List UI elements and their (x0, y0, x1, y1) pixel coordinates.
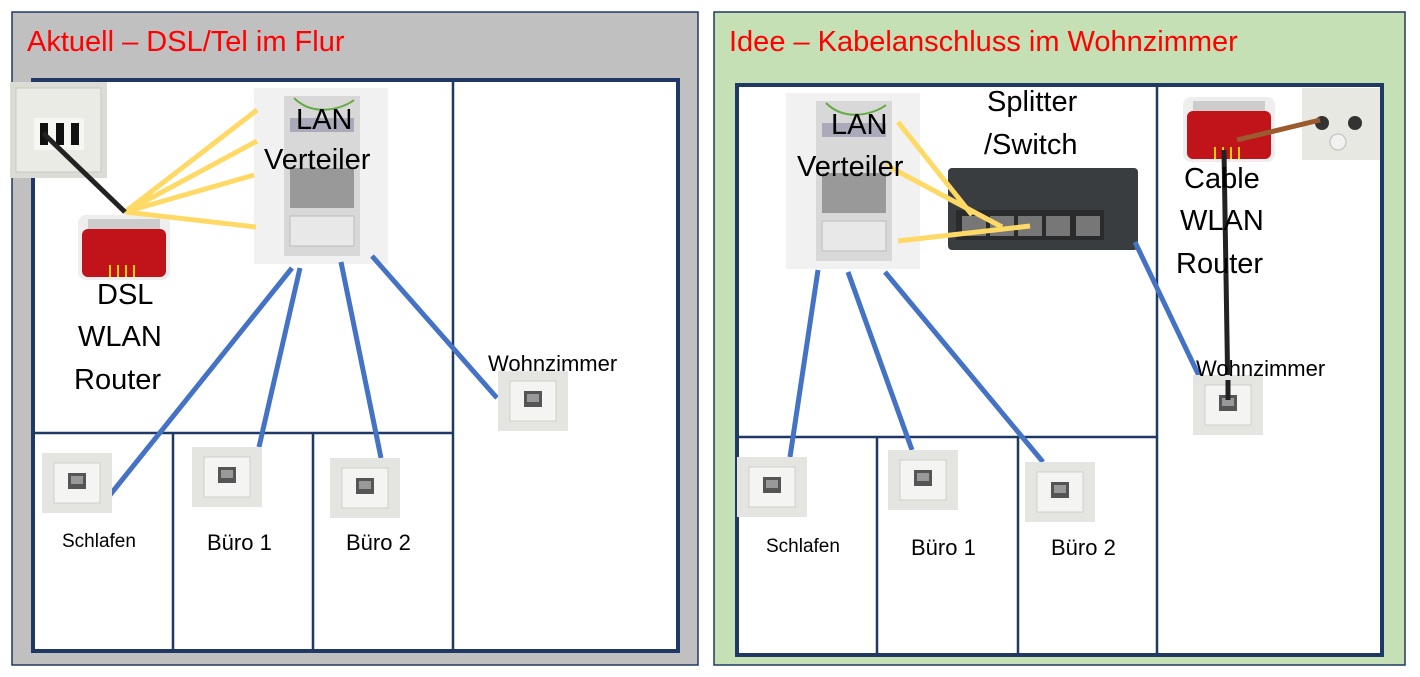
lan-label-line2: Verteiler (797, 151, 904, 183)
router-label-line2: WLAN (78, 321, 162, 353)
socket-schlafen (41, 452, 113, 514)
room-walls (737, 85, 1159, 655)
room-label-wohnzimmer: Wohnzimmer (488, 351, 618, 376)
patch-cables (884, 120, 1031, 244)
room-label-buero1: Büro 1 (911, 535, 976, 560)
cable-router-image (1182, 96, 1276, 163)
right-panel (713, 11, 1406, 666)
socket-buero1 (887, 449, 959, 511)
room-label-buero2: Büro 2 (1051, 535, 1116, 560)
room-label-buero2: Büro 2 (346, 530, 411, 555)
router-label-line3: Router (1176, 248, 1264, 280)
router-label-line1: Cable (1184, 163, 1260, 195)
room-label-buero1: Büro 1 (207, 530, 272, 555)
left-panel (10, 11, 699, 666)
socket-buero2 (329, 457, 401, 519)
router-lan-cable (1221, 149, 1231, 401)
socket-schlafen (736, 456, 808, 518)
router-label-line3: Router (74, 364, 162, 396)
lan-label-line1: LAN (296, 104, 353, 136)
coax-socket-image (1302, 88, 1380, 160)
switch-label-line2: /Switch (984, 129, 1078, 161)
socket-buero1 (191, 446, 263, 508)
coax-cable (1236, 117, 1321, 143)
phone-socket-image (10, 82, 107, 178)
lan-label-line1: LAN (831, 109, 888, 141)
socket-buero2 (1024, 461, 1096, 523)
lan-cables (108, 254, 499, 497)
router-label-line1: DSL (97, 279, 154, 311)
room-label-schlafen: Schlafen (766, 536, 840, 557)
patch-cables (123, 108, 259, 230)
phone-cable (41, 131, 127, 214)
dsl-router-image (77, 214, 171, 281)
room-walls (33, 80, 455, 651)
lan-cables (787, 240, 1203, 464)
switch-image (948, 168, 1138, 250)
router-label-line2: WLAN (1180, 205, 1264, 237)
socket-wohnzimmer (497, 370, 569, 432)
right-panel-title: Idee – Kabelanschluss im Wohnzimmer (729, 26, 1238, 58)
left-panel-title: Aktuell – DSL/Tel im Flur (27, 26, 345, 58)
lan-label-line2: Verteiler (264, 144, 371, 176)
switch-label-line1: Splitter (987, 86, 1078, 118)
room-label-schlafen: Schlafen (62, 531, 136, 552)
room-label-wohnzimmer: Wohnzimmer (1196, 356, 1326, 381)
